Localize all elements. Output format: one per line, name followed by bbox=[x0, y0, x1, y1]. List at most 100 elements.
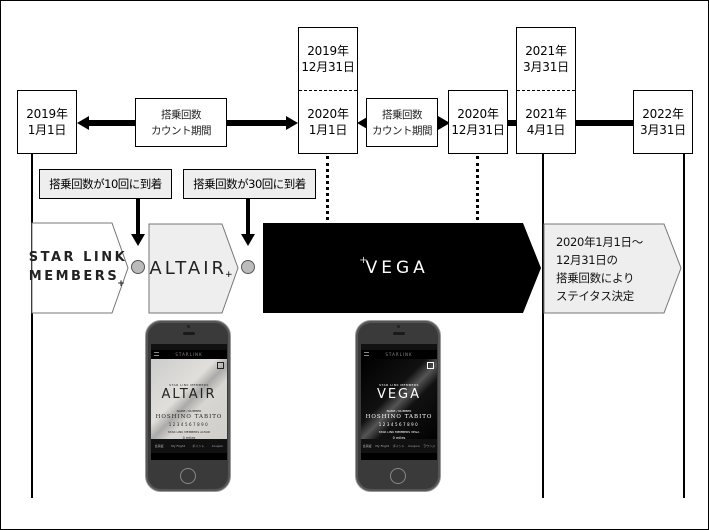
app-tab[interactable]: Coupon bbox=[211, 444, 224, 448]
member-tier: STAR LINK MEMBERS VEGA bbox=[378, 430, 420, 434]
qr-code-icon bbox=[427, 362, 434, 369]
member-number: 1234567890 bbox=[168, 422, 210, 427]
qr-code-icon bbox=[217, 362, 224, 369]
arrowhead-right-icon bbox=[286, 116, 298, 130]
speaker-icon bbox=[393, 332, 405, 335]
app-header-title: STARLINK bbox=[175, 352, 203, 357]
card-tier: VEGA bbox=[376, 387, 422, 402]
milestone-dot bbox=[131, 260, 145, 274]
count-period-line: カウント期間 bbox=[372, 124, 433, 137]
status-bar bbox=[151, 344, 227, 350]
sparkle-icon: + bbox=[359, 254, 368, 266]
app-tab[interactable]: 会員証 bbox=[154, 444, 164, 448]
app-tab[interactable]: Coupon bbox=[408, 444, 420, 448]
arrowhead-right-icon bbox=[438, 116, 450, 130]
phone-vega: STARLINK STAR LINK MEMBERS VEGA NAME / N… bbox=[355, 320, 441, 492]
tier-label-altair: ALTAIR+ bbox=[149, 224, 235, 313]
count-arrow-1-left-shaft bbox=[88, 120, 136, 126]
tier-label-star-link-members: STAR LINK MEMBERS+ bbox=[28, 223, 128, 313]
milestone-dot bbox=[241, 260, 255, 274]
milestone-callout-10: 搭乗回数が10回に到着 bbox=[39, 169, 172, 199]
date-box-2021-04-01: 2021年 4月1日 bbox=[517, 91, 575, 154]
timeline-dotted-2020-01-01 bbox=[326, 156, 329, 220]
membership-card: STAR LINK MEMBERS VEGA NAME / NUMBER HOS… bbox=[361, 359, 437, 445]
android-nav-bar bbox=[151, 453, 227, 460]
date-box-2019-12-31-2020-01-01: 2019年 12月31日 2020年 1月1日 bbox=[298, 27, 358, 154]
name-label: NAME / NUMBER bbox=[386, 409, 412, 413]
member-name: HOSHINO TABITO bbox=[155, 414, 223, 420]
date-year: 2019年 bbox=[26, 107, 68, 121]
member-tier: STAR LINK MEMBERS ALTAIR bbox=[167, 430, 211, 434]
menu-icon bbox=[154, 352, 159, 356]
home-button bbox=[390, 468, 406, 484]
tier-label-vega: +VEGA bbox=[263, 223, 523, 313]
app-tab[interactable]: ラウンジ bbox=[423, 444, 436, 448]
app-header: STARLINK bbox=[151, 350, 227, 359]
app-tab[interactable]: My Flight bbox=[171, 444, 185, 448]
count-period-line: 搭乗回数 bbox=[382, 108, 423, 121]
milestone-callout-30: 搭乗回数が30回に到着 bbox=[183, 169, 316, 199]
status-line: 2020年1月1日〜 bbox=[556, 234, 643, 249]
timeline-line-2019-01-01 bbox=[31, 152, 33, 498]
date-box-2020-12-31: 2020年 12月31日 bbox=[448, 90, 508, 154]
android-nav-bar bbox=[361, 453, 437, 460]
tier-name-line: STAR LINK bbox=[28, 250, 128, 265]
milestone-drop-line bbox=[136, 198, 140, 236]
tier-name: ALTAIR bbox=[149, 258, 228, 279]
date-day: 12月31日 bbox=[301, 59, 355, 74]
date-year: 2019年 bbox=[307, 43, 349, 58]
member-number: 1234567890 bbox=[378, 422, 420, 427]
app-tab[interactable]: My Flight bbox=[375, 444, 390, 448]
date-day: 4月1日 bbox=[526, 122, 566, 137]
status-decision-label: 2020年1月1日〜 12月31日の 搭乗回数により ステイタス決定 bbox=[556, 224, 666, 313]
app-tab-bar: 会員証 My Flight ポイント Coupon bbox=[151, 439, 227, 453]
date-year: 2021年 bbox=[525, 43, 567, 58]
status-bar bbox=[361, 344, 437, 350]
timeline-line-2022-03-31 bbox=[683, 152, 685, 498]
timeline-bar-segment bbox=[507, 120, 519, 126]
date-box-2022-03-31: 2022年 3月31日 bbox=[633, 90, 693, 154]
app-tab-bar: 会員証 My Flight ポイント Coupon ラウンジ bbox=[361, 439, 437, 453]
date-year: 2022年 bbox=[642, 107, 684, 121]
status-line: 搭乗回数により bbox=[556, 270, 635, 285]
name-label: NAME / NUMBER bbox=[176, 409, 202, 413]
date-day: 1月1日 bbox=[27, 123, 67, 137]
tier-name-line: MEMBERS bbox=[28, 269, 120, 284]
count-period-line: 搭乗回数 bbox=[161, 108, 202, 121]
timeline-bar-segment bbox=[575, 120, 635, 126]
phone-altair: STARLINK STAR LINK MEMBERS ALTAIR NAME /… bbox=[145, 320, 231, 492]
tier-name: VEGA bbox=[365, 258, 429, 278]
status-line: 12月31日の bbox=[556, 252, 618, 267]
timeline-line-2021-04-01 bbox=[542, 152, 544, 498]
date-box-2019-12-31: 2019年 12月31日 bbox=[299, 28, 357, 91]
speaker-icon bbox=[183, 332, 195, 335]
membership-card: STAR LINK MEMBERS ALTAIR NAME / NUMBER H… bbox=[151, 359, 227, 445]
member-name: HOSHINO TABITO bbox=[365, 414, 433, 420]
date-box-2021-03-31-2021-04-01: 2021年 3月31日 2021年 4月1日 bbox=[516, 27, 576, 154]
miles: 0 miles bbox=[182, 436, 196, 440]
ribbon-vega bbox=[263, 223, 541, 313]
card-subtitle: STAR LINK MEMBERS bbox=[379, 383, 419, 387]
ribbon-star-link-members bbox=[31, 222, 129, 314]
phone-screen: STARLINK STAR LINK MEMBERS VEGA NAME / N… bbox=[361, 344, 437, 460]
phone-screen: STARLINK STAR LINK MEMBERS ALTAIR NAME /… bbox=[151, 344, 227, 460]
sparkle-icon: + bbox=[117, 279, 128, 289]
count-period-box-2020: 搭乗回数 カウント期間 bbox=[366, 98, 438, 147]
arrowhead-left-icon bbox=[77, 116, 89, 130]
count-arrow-1-right-shaft bbox=[226, 120, 286, 126]
app-header: STARLINK bbox=[361, 350, 437, 359]
ribbon-altair bbox=[148, 223, 239, 314]
app-tab[interactable]: 会員証 bbox=[362, 444, 372, 448]
date-day: 3月31日 bbox=[640, 123, 686, 137]
status-line: ステイタス決定 bbox=[556, 288, 634, 303]
milestone-label: 搭乗回数が30回に到着 bbox=[193, 177, 306, 191]
count-period-box-2019: 搭乗回数 カウント期間 bbox=[135, 98, 227, 147]
app-header-title: STARLINK bbox=[385, 352, 413, 357]
app-tab[interactable]: ポイント bbox=[192, 444, 205, 448]
count-period-line: カウント期間 bbox=[151, 124, 212, 137]
app-tab[interactable]: ポイント bbox=[392, 444, 405, 448]
date-box-2019-01-01: 2019年 1月1日 bbox=[17, 90, 77, 154]
card-subtitle: STAR LINK MEMBERS bbox=[169, 383, 209, 387]
date-year: 2021年 bbox=[525, 106, 567, 121]
